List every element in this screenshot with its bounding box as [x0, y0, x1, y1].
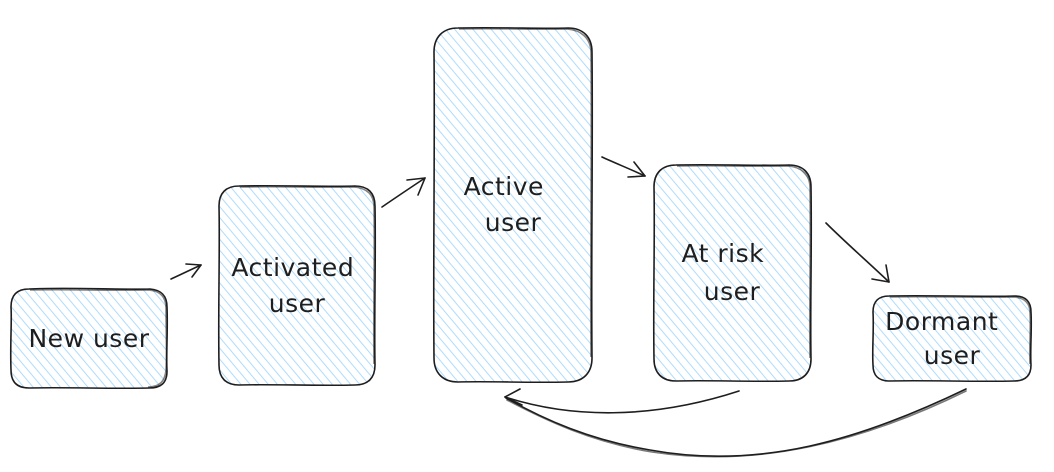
node-label-line: Active	[464, 172, 544, 201]
arrow-active-to-atrisk	[601, 156, 646, 178]
node-label-line: Activated	[231, 253, 354, 282]
node-new-user: New user	[9, 287, 169, 390]
svg-text:New user: New user	[28, 324, 149, 353]
arrow-atrisk-to-active	[504, 390, 740, 414]
arrow-dormant-to-active	[504, 388, 967, 458]
node-label-line: user	[924, 341, 981, 370]
node-dormant-user: Dormant user	[871, 294, 1033, 383]
node-active-user: Active user	[432, 26, 594, 384]
svg-text:Active user: Active user	[464, 172, 553, 237]
svg-text:At risk user: At risk user	[681, 239, 772, 306]
node-outline-stroke2	[458, 27, 593, 358]
node-label-line: New user	[28, 324, 149, 353]
node-label-line: user	[269, 289, 326, 318]
node-activated-user: Activated user	[217, 184, 377, 387]
svg-text:Dormant user: Dormant user	[885, 307, 1007, 370]
node-outline-stroke2	[239, 185, 376, 365]
arrow-activated-to-active	[381, 177, 426, 208]
node-at-risk-user: At risk user	[652, 163, 813, 383]
arrow-new-to-activated	[170, 263, 202, 280]
node-outline-stroke2	[29, 288, 168, 388]
node-outline	[652, 163, 813, 383]
node-outline	[9, 287, 169, 390]
node-outline-stroke2	[676, 164, 812, 359]
node-label-line: user	[704, 277, 761, 306]
node-outline	[871, 294, 1033, 383]
node-outline	[432, 26, 594, 384]
node-label-line: At risk	[681, 239, 764, 268]
arrow-atrisk-to-dormant	[825, 222, 890, 283]
svg-text:Activated user: Activated user	[231, 253, 362, 318]
node-outline-stroke2	[889, 295, 1032, 365]
node-label-line: user	[485, 208, 542, 237]
node-label-line: Dormant	[885, 307, 998, 336]
node-outline	[217, 184, 377, 387]
